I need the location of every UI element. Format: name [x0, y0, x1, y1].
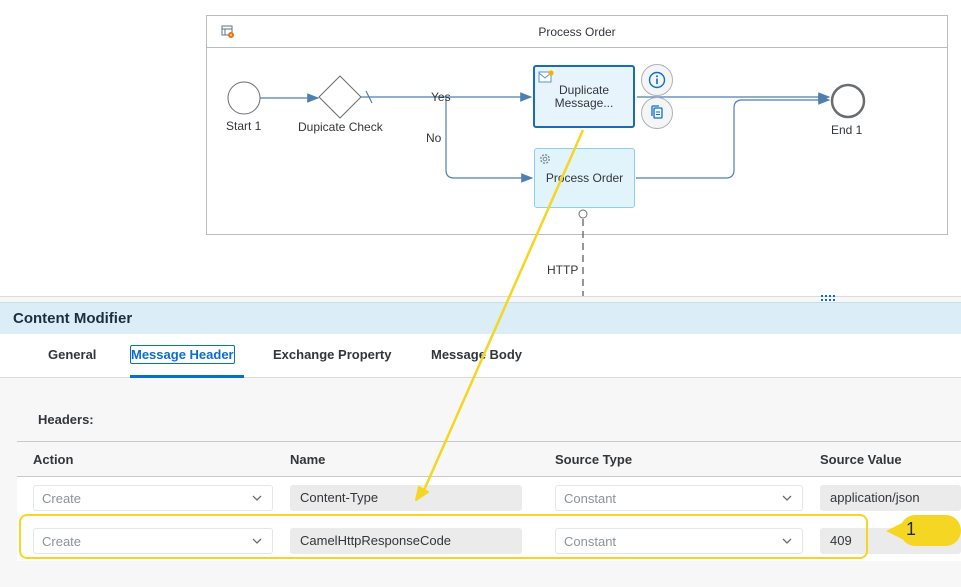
- copy-icon: [651, 105, 663, 119]
- grip-icon[interactable]: [820, 294, 838, 302]
- tab-general[interactable]: General: [48, 347, 97, 362]
- duplicate-task-label: Duplicate Message...: [554, 82, 614, 110]
- info-icon: [648, 71, 666, 89]
- tab-bar: General Message Header Exchange Property…: [0, 334, 961, 378]
- message-mapping-icon: [538, 70, 554, 83]
- process-task-label: Process Order: [545, 170, 624, 185]
- flow-process-to-end[interactable]: [636, 95, 831, 179]
- sequence-flows: [227, 75, 866, 297]
- source-type-select[interactable]: Constant: [555, 528, 803, 554]
- http-label: HTTP: [547, 263, 579, 277]
- action-select-value: Create: [42, 491, 82, 506]
- source-type-select[interactable]: Constant: [555, 485, 803, 511]
- chevron-down-icon: [252, 538, 262, 544]
- name-field[interactable]: CamelHttpResponseCode: [290, 528, 522, 554]
- info-button[interactable]: [641, 64, 673, 96]
- table-row[interactable]: Create CamelHttpResponseCode Constant 40…: [17, 519, 961, 561]
- table-row[interactable]: Create Content-Type Constant application…: [17, 477, 961, 519]
- gateway-label: Dupicate Check: [298, 120, 383, 134]
- chevron-down-icon: [252, 495, 262, 501]
- flow-yes-label: Yes: [431, 90, 451, 104]
- copy-button[interactable]: [641, 97, 673, 129]
- annotation-highlight-box: [19, 514, 868, 559]
- tab-message-header[interactable]: Message Header: [130, 345, 235, 364]
- panel-title-bar: Content Modifier: [0, 302, 961, 334]
- process-canvas[interactable]: Process Order Start 1 Dupicate Check End…: [0, 0, 961, 297]
- headers-section-label: Headers:: [38, 412, 94, 427]
- integration-flow-icon: [221, 25, 234, 38]
- tab-exchange-property[interactable]: Exchange Property: [273, 347, 392, 362]
- start-event-label: Start 1: [226, 119, 262, 133]
- column-header-name: Name: [290, 452, 326, 467]
- start-event[interactable]: [227, 81, 261, 115]
- action-select[interactable]: Create: [33, 485, 273, 511]
- source-value-value: 409: [830, 533, 852, 548]
- gear-icon: [540, 154, 550, 164]
- chevron-down-icon: [782, 495, 792, 501]
- duplicate-message-task[interactable]: Duplicate Message...: [533, 65, 635, 128]
- active-tab-indicator: [130, 375, 244, 378]
- table-header: Action Name Source Type Source Value: [17, 441, 961, 477]
- pool-header: Process Order: [207, 16, 947, 48]
- source-value-field[interactable]: application/json: [820, 485, 961, 511]
- name-field[interactable]: Content-Type: [290, 485, 522, 511]
- panel-title: Content Modifier: [13, 310, 133, 327]
- action-select-value: Create: [42, 534, 82, 549]
- end-event[interactable]: [830, 83, 866, 119]
- exclusive-gateway[interactable]: [318, 75, 362, 119]
- http-connector-point[interactable]: [578, 209, 588, 219]
- source-type-value: Constant: [564, 534, 617, 549]
- annotation-badge: 1: [884, 512, 961, 548]
- action-select[interactable]: Create: [33, 528, 273, 554]
- name-field-value: Content-Type: [300, 490, 379, 505]
- flow-no-label: No: [426, 131, 442, 145]
- chevron-down-icon: [782, 538, 792, 544]
- name-field-value: CamelHttpResponseCode: [300, 533, 452, 548]
- source-value-value: application/json: [830, 490, 920, 505]
- pool-title: Process Order: [538, 25, 616, 39]
- column-header-action: Action: [33, 452, 74, 467]
- end-event-label: End 1: [831, 123, 863, 137]
- column-header-source-type: Source Type: [555, 452, 633, 467]
- source-type-value: Constant: [564, 491, 617, 506]
- annotation-number: 1: [906, 519, 917, 539]
- flow-no[interactable]: [445, 97, 534, 183]
- tab-message-body[interactable]: Message Body: [431, 347, 523, 362]
- process-order-task[interactable]: Process Order: [534, 148, 635, 208]
- column-header-source-value: Source Value: [820, 452, 902, 467]
